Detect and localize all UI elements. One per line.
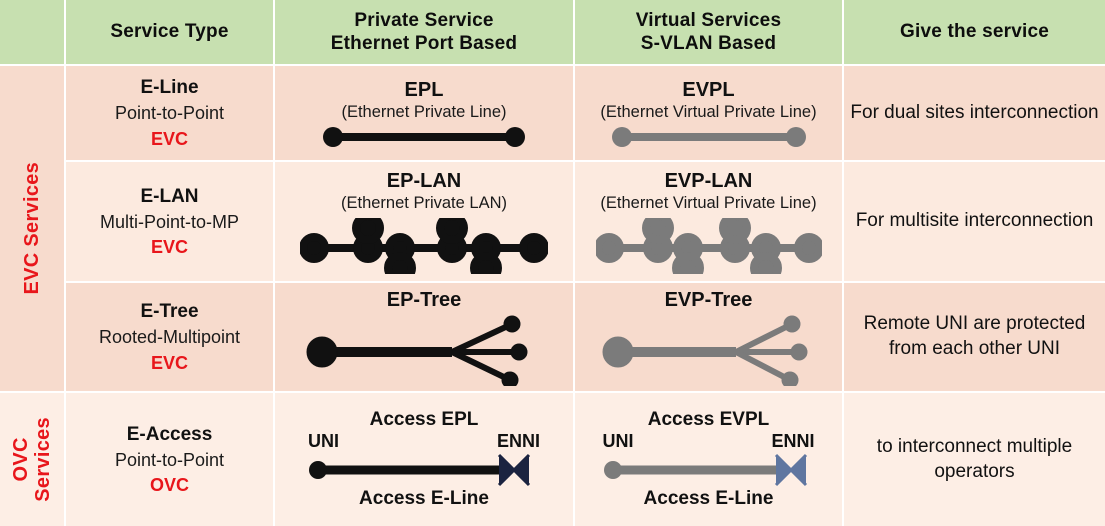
row-eline-service-type: E-Line Point-to-Point EVC [66, 66, 275, 162]
diagram-title: EPL [404, 78, 444, 101]
uni-enni-labels-private: UNI ENNI [308, 431, 540, 453]
header-service-type: Service Type [66, 0, 275, 66]
enni-label: ENNI [771, 431, 815, 451]
group-band-evc: EVC Services [0, 66, 66, 393]
row-eline-private: EPL (Ethernet Private Line) [275, 66, 575, 162]
header-virtual-services: Virtual Services S-VLAN Based [575, 0, 844, 66]
diagram-uni-enni-private [308, 453, 540, 487]
description-text: to interconnect multiple operators [876, 435, 1073, 482]
description-text: Remote UNI are protected from each other… [863, 313, 1086, 359]
header-give-the-service: Give the service [844, 0, 1105, 66]
row-elan-virtual: EVP-LAN (Ethernet Virtual Private Line) [575, 162, 844, 283]
header-corner-cell [0, 0, 66, 66]
service-sub: Rooted-Multipoint [98, 327, 241, 348]
diagram-multipoint-bus-private [299, 211, 549, 281]
diagram-title: Access EPL [369, 409, 479, 431]
header-private-service: Private Service Ethernet Port Based [275, 0, 575, 66]
row-eaccess-virtual: Access EVPL UNI ENNI Access E-Line [575, 393, 844, 526]
service-name: E-Line [140, 77, 199, 99]
enni-label: ENNI [496, 431, 540, 451]
row-elan-private: EP-LAN (Ethernet Private LAN) [275, 162, 575, 283]
service-tag: OVC [149, 475, 189, 496]
service-tag: EVC [150, 128, 188, 149]
service-sub: Point-to-Point [114, 449, 225, 470]
description-text: For dual sites interconnection [850, 101, 1099, 123]
row-etree-private: EP-Tree [275, 283, 575, 393]
diagram-uni-enni-virtual [603, 453, 815, 487]
diagram-rooted-tree-virtual [596, 312, 822, 389]
diagram-footer: Access E-Line [643, 488, 774, 509]
diagram-title: EP-LAN [386, 170, 462, 193]
diagram-rooted-tree-private [300, 312, 548, 389]
header-private-line1: Private Service [354, 9, 494, 31]
service-name: E-Access [126, 423, 213, 445]
row-elan-description: For multisite interconnection [844, 162, 1105, 283]
diagram-subtitle: (Ethernet Virtual Private Line) [600, 194, 817, 213]
group-band-evc-label: EVC Services [20, 162, 43, 295]
diagram-subtitle: (Ethernet Private LAN) [341, 194, 507, 213]
row-etree-virtual: EVP-Tree [575, 283, 844, 393]
header-virtual-line1: Virtual Services [635, 9, 782, 31]
row-eaccess-private: Access EPL UNI ENNI Access E-Line [275, 393, 575, 526]
service-tag: EVC [150, 352, 188, 373]
header-service-type-label: Service Type [110, 21, 229, 43]
service-name: E-LAN [140, 185, 199, 207]
service-tag: EVC [150, 237, 188, 258]
row-eaccess-description: to interconnect multiple operators [844, 393, 1105, 526]
row-eline-description: For dual sites interconnection [844, 66, 1105, 162]
header-virtual-line2: S-VLAN Based [640, 33, 777, 54]
diagram-title: EP-Tree [386, 289, 462, 311]
row-eline-virtual: EVPL (Ethernet Virtual Private Line) [575, 66, 844, 162]
diagram-title: EVP-Tree [664, 289, 753, 311]
header-give-service-label: Give the service [900, 21, 1049, 43]
description-text: For multisite interconnection [855, 210, 1094, 232]
service-sub: Point-to-Point [114, 103, 225, 124]
uni-label: UNI [308, 431, 339, 451]
row-etree-service-type: E-Tree Rooted-Multipoint EVC [66, 283, 275, 393]
diagram-subtitle: (Ethernet Private Line) [341, 102, 507, 121]
diagram-subtitle: (Ethernet Virtual Private Line) [600, 102, 817, 121]
group-band-ovc-label: OVC Services [9, 417, 54, 502]
row-etree-description: Remote UNI are protected from each other… [844, 283, 1105, 393]
header-private-line2: Ethernet Port Based [330, 33, 518, 54]
service-name: E-Tree [140, 301, 199, 323]
diagram-point-to-point-private [319, 126, 529, 148]
diagram-title: Access EVPL [647, 409, 770, 431]
diagram-title: EVPL [682, 78, 735, 101]
diagram-title: EVP-LAN [664, 170, 753, 193]
row-elan-service-type: E-LAN Multi-Point-to-MP EVC [66, 162, 275, 283]
group-band-ovc: OVC Services [0, 393, 66, 526]
uni-enni-labels-virtual: UNI ENNI [603, 431, 815, 453]
uni-label: UNI [602, 431, 634, 451]
diagram-multipoint-bus-virtual [593, 211, 824, 281]
service-sub: Multi-Point-to-MP [99, 211, 240, 232]
diagram-footer: Access E-Line [359, 488, 489, 509]
diagram-point-to-point-virtual [609, 126, 809, 148]
row-eaccess-service-type: E-Access Point-to-Point OVC [66, 393, 275, 526]
